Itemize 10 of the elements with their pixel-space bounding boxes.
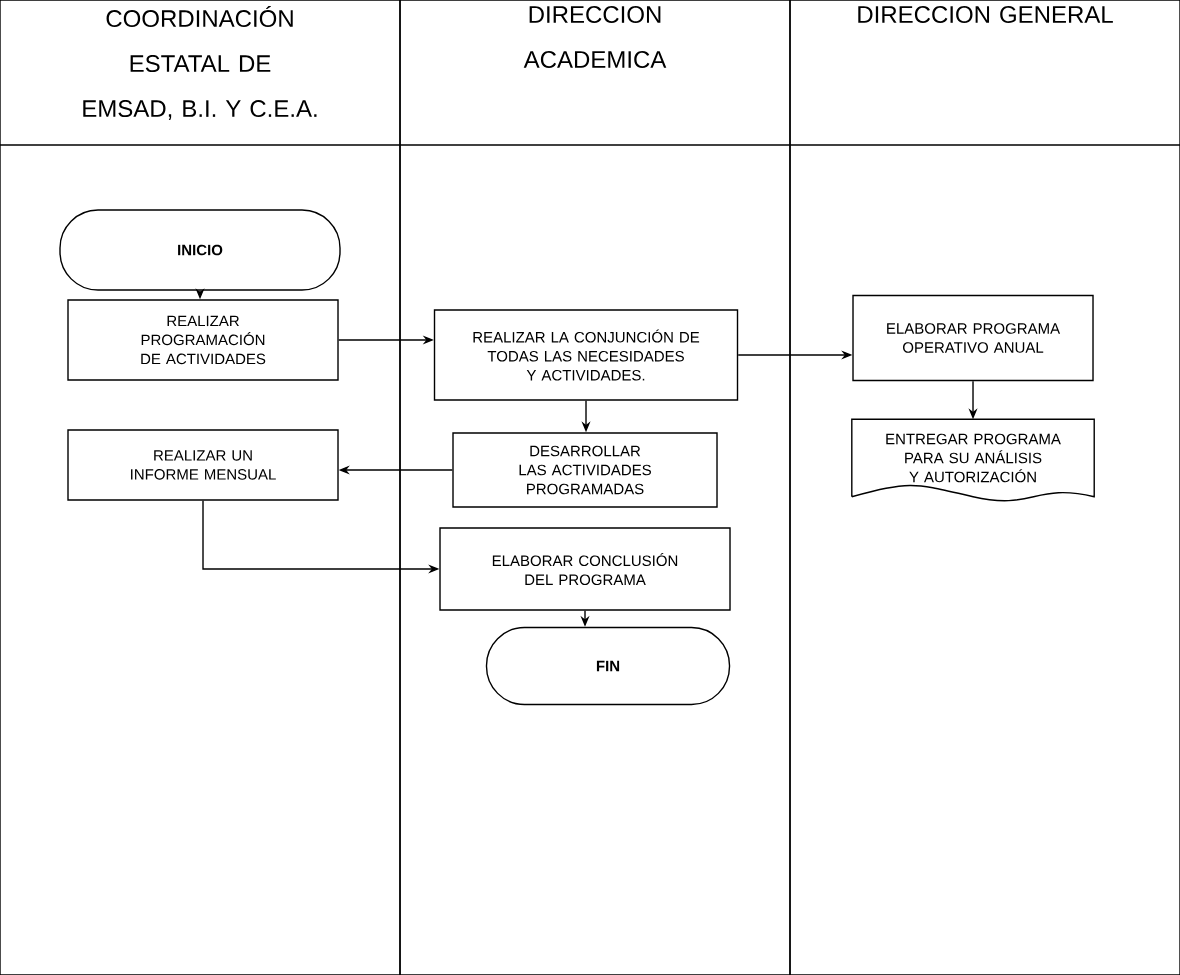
process-box: ELABORAR PROGRAMA OPERATIVO ANUAL: [852, 294, 1094, 382]
lane-header: DIRECCION GENERAL: [858, 6, 1113, 24]
process-box: REALIZAR PROGRAMACIÓN DE ACTIVIDADES: [67, 299, 339, 381]
lane-header: DIRECCION ACADEMICA: [523, 6, 667, 69]
process-box: DESARROLLAR LAS ACTIVIDADES PROGRAMADAS: [452, 432, 718, 508]
process-box: REALIZAR LA CONJUNCIÓN DE TODAS LAS NECESIDADES Y ACTIVIDADES.: [433, 309, 739, 401]
lane-header: COORDINACIÓN ESTATAL DE EMSAD, B.I. Y C.E.A.: [83, 6, 317, 120]
document-shape: ENTREGAR PROGRAMA PARA SU ANÁLISIS Y AUTORIZACIÓN: [851, 418, 1095, 502]
process-box: REALIZAR UN INFORME MENSUAL: [67, 429, 339, 501]
process-box: ELABORAR CONCLUSIÓN DEL PROGRAMA: [439, 527, 731, 611]
